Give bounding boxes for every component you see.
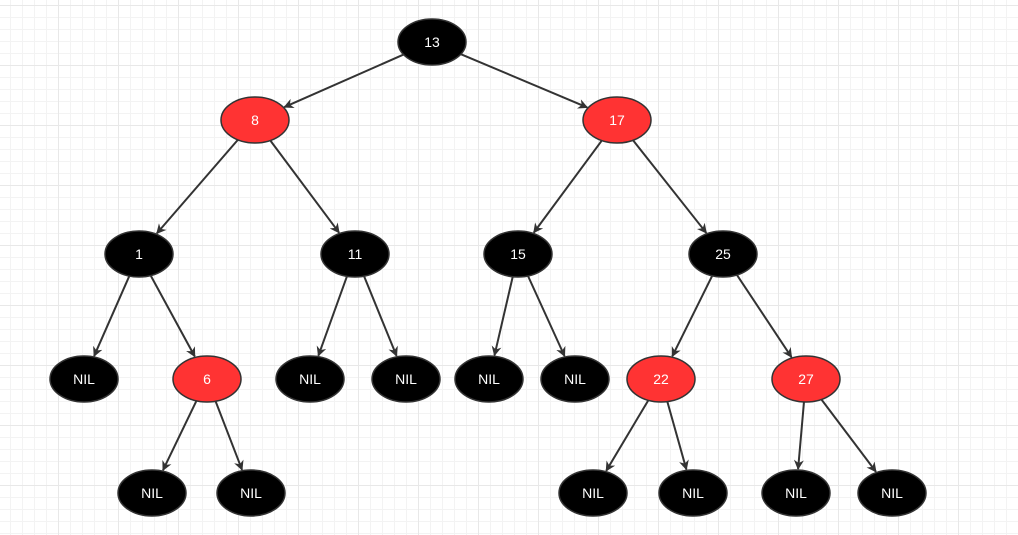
edge-n15-nil4 xyxy=(491,276,514,357)
node-ellipse-black xyxy=(216,469,286,517)
tree-node-nil3: NIL xyxy=(371,355,441,403)
node-ellipse-black xyxy=(397,18,467,66)
node-ellipse-black xyxy=(275,355,345,403)
tree-node-nil6: NIL xyxy=(117,469,187,517)
node-ellipse-black xyxy=(857,469,927,517)
node-ellipse-black xyxy=(104,230,174,278)
tree-node-n8: 8 xyxy=(220,96,290,144)
node-label: NIL xyxy=(582,485,604,501)
node-label: NIL xyxy=(299,371,321,387)
node-label: NIL xyxy=(141,485,163,501)
node-label: NIL xyxy=(395,371,417,387)
edge-n1-nil1 xyxy=(93,275,131,357)
tree-node-nil8: NIL xyxy=(558,469,628,517)
edge-n22-nil9 xyxy=(666,401,689,471)
tree-node-n13: 13 xyxy=(397,18,467,66)
edge-n11-nil3 xyxy=(363,275,398,357)
edge-n13-n17 xyxy=(460,53,589,109)
node-label: 25 xyxy=(715,246,731,262)
tree-node-nil4: NIL xyxy=(454,355,524,403)
edge-n15-nil5 xyxy=(527,275,566,358)
node-ellipse-black xyxy=(454,355,524,403)
edges-layer xyxy=(93,53,877,473)
edge-n17-n25 xyxy=(632,139,708,234)
tree-node-nil1: NIL xyxy=(49,355,119,403)
tree-node-n27: 27 xyxy=(771,355,841,403)
node-ellipse-black xyxy=(117,469,187,517)
node-ellipse-black xyxy=(540,355,610,403)
node-ellipse-black xyxy=(761,469,831,517)
node-ellipse-red xyxy=(771,355,841,403)
edge-n27-nil10 xyxy=(793,401,805,471)
node-label: NIL xyxy=(478,371,500,387)
node-label: 11 xyxy=(348,246,363,262)
node-label: 17 xyxy=(609,112,625,128)
node-ellipse-red xyxy=(220,96,290,144)
tree-node-n15: 15 xyxy=(483,230,553,278)
edge-n22-nil8 xyxy=(605,399,650,472)
node-label: NIL xyxy=(881,485,903,501)
node-ellipse-black xyxy=(49,355,119,403)
edge-n11-nil2 xyxy=(316,276,348,357)
edge-n13-n8 xyxy=(283,53,404,108)
node-label: NIL xyxy=(73,371,95,387)
tree-node-nil2: NIL xyxy=(275,355,345,403)
node-ellipse-black xyxy=(688,230,758,278)
node-ellipse-black xyxy=(320,230,390,278)
node-ellipse-red xyxy=(582,96,652,144)
tree-node-nil9: NIL xyxy=(658,469,728,517)
edge-n6-nil6 xyxy=(162,400,198,472)
node-ellipse-black xyxy=(371,355,441,403)
node-label: 6 xyxy=(203,371,211,387)
edge-n6-nil7 xyxy=(214,400,244,471)
node-label: NIL xyxy=(564,371,586,387)
node-label: 8 xyxy=(251,112,259,128)
node-label: NIL xyxy=(240,485,262,501)
tree-node-n11: 11 xyxy=(320,230,390,278)
edge-n27-nil11 xyxy=(820,398,877,473)
tree-node-n25: 25 xyxy=(688,230,758,278)
tree-node-nil10: NIL xyxy=(761,469,831,517)
node-label: 22 xyxy=(653,371,669,387)
tree-node-nil7: NIL xyxy=(216,469,286,517)
node-label: NIL xyxy=(785,485,807,501)
node-label: 27 xyxy=(798,371,814,387)
edge-n8-n1 xyxy=(156,139,239,235)
tree-node-n1: 1 xyxy=(104,230,174,278)
tree-node-n22: 22 xyxy=(626,355,696,403)
node-label: 15 xyxy=(510,246,526,262)
edge-n8-n11 xyxy=(269,139,340,234)
node-label: NIL xyxy=(682,485,704,501)
edge-n1-n6 xyxy=(149,275,196,358)
edge-n25-n27 xyxy=(736,274,793,359)
tree-node-n6: 6 xyxy=(172,355,242,403)
tree-node-n17: 17 xyxy=(582,96,652,144)
edge-n25-n22 xyxy=(671,275,714,358)
node-ellipse-red xyxy=(172,355,242,403)
node-ellipse-black xyxy=(658,469,728,517)
node-ellipse-red xyxy=(626,355,696,403)
node-label: 13 xyxy=(424,34,440,50)
edge-n17-n15 xyxy=(532,139,603,234)
node-label: 1 xyxy=(135,246,143,262)
tree-node-nil11: NIL xyxy=(857,469,927,517)
node-ellipse-black xyxy=(558,469,628,517)
tree-node-nil5: NIL xyxy=(540,355,610,403)
node-ellipse-black xyxy=(483,230,553,278)
